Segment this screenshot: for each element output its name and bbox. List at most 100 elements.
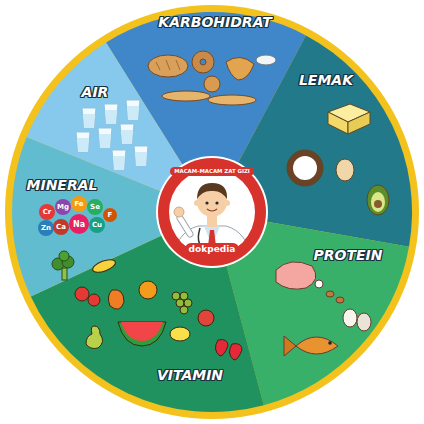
orange — [139, 281, 157, 299]
glass — [76, 132, 90, 152]
bean — [326, 291, 334, 297]
avocado-flesh — [371, 192, 385, 212]
sector-label: KARBOHIDRAT — [158, 14, 271, 30]
sector-label-box: AIR — [79, 82, 112, 103]
glass — [134, 146, 148, 166]
broccoli-stem — [62, 268, 67, 280]
sector-label: AIR — [82, 84, 109, 100]
mineral-symbol: Mg — [57, 203, 69, 211]
grapes — [172, 292, 192, 314]
doctor-sleeve — [180, 218, 190, 234]
watermelon-flesh — [121, 322, 163, 341]
mineral-symbol: F — [108, 211, 113, 219]
doctor-coat — [172, 226, 252, 262]
center-badge: MACAM-MACAM ZAT GIZIdokpedia — [157, 157, 267, 267]
mineral-symbol: Cu — [92, 221, 102, 229]
mineral-symbol: Fe — [74, 200, 83, 208]
apple — [198, 310, 214, 326]
mineral-symbol: Cr — [43, 208, 52, 216]
glass — [126, 100, 140, 120]
pepper — [108, 290, 124, 309]
badge-title: MACAM-MACAM ZAT GIZI — [170, 167, 254, 176]
sector-label-box: LEMAK — [296, 70, 356, 91]
mineral-ball — [38, 220, 54, 236]
sector-label: LEMAK — [299, 72, 353, 88]
avocado-pit — [374, 200, 382, 208]
bun-hole — [200, 59, 206, 65]
sector-label: VITAMIN — [157, 367, 223, 383]
mineral-ball — [71, 196, 87, 212]
glass — [120, 124, 134, 144]
water — [83, 114, 95, 128]
water — [121, 130, 133, 144]
baguette — [162, 91, 210, 101]
water — [113, 156, 125, 170]
mineral-ball — [89, 217, 105, 233]
croissant — [226, 57, 254, 80]
water — [135, 152, 147, 166]
doctor-eye — [215, 201, 218, 204]
doctor-eye — [205, 201, 208, 204]
bean — [336, 297, 344, 303]
water — [105, 110, 117, 124]
center-red-ring — [158, 158, 266, 266]
lemon — [170, 327, 190, 341]
sector-label-box: VITAMIN — [154, 365, 226, 386]
sector-label-box: KARBOHIDRAT — [155, 12, 274, 33]
water — [99, 134, 111, 148]
fruits — [75, 257, 242, 360]
fish-eye — [328, 341, 332, 345]
mineral-ball — [39, 204, 55, 220]
mineral-ball — [69, 214, 89, 234]
glass — [112, 150, 126, 170]
doctor-hand — [174, 207, 184, 217]
mineral-symbol: Ca — [56, 223, 66, 231]
fish-body — [296, 337, 338, 354]
mineral-symbol: Zn — [41, 224, 51, 232]
mineral-symbol: Se — [90, 203, 100, 211]
center-outer-edge — [156, 156, 268, 268]
butter-front — [348, 112, 370, 134]
water — [127, 106, 139, 120]
grape — [180, 306, 188, 314]
mineral-vegetables — [52, 251, 74, 280]
egg — [336, 159, 354, 181]
mineral-ball — [87, 199, 103, 215]
baguette — [208, 95, 256, 105]
pear — [86, 326, 103, 349]
coconut — [287, 150, 323, 186]
doctor — [172, 183, 252, 262]
sector-label-box: MINERAL — [24, 175, 101, 196]
glass — [104, 104, 118, 124]
watermelon-rind — [118, 322, 166, 346]
strawberry — [229, 344, 242, 360]
meat — [276, 262, 316, 289]
sector-label-box: PROTEIN — [311, 245, 386, 266]
water-glasses — [76, 100, 148, 170]
tomato — [75, 287, 89, 301]
bun — [192, 51, 214, 73]
glass — [82, 108, 96, 128]
mineral-ball — [55, 199, 71, 215]
sector-label: PROTEIN — [314, 247, 383, 263]
corn — [91, 257, 117, 275]
doctor-hair — [197, 183, 227, 199]
loaf-cuts — [156, 60, 180, 70]
mineral-symbol: Na — [73, 220, 85, 229]
gold-rim — [5, 5, 419, 419]
mineral-balls — [38, 196, 117, 236]
egg — [357, 313, 371, 331]
bowl — [256, 55, 276, 65]
fats — [287, 104, 389, 215]
bone — [315, 280, 323, 288]
breads — [148, 51, 276, 105]
doctor-smile — [207, 209, 217, 211]
glass — [98, 128, 112, 148]
proteins — [276, 262, 371, 356]
avocado — [367, 185, 389, 215]
tomato — [88, 294, 100, 306]
sector-label: MINERAL — [27, 177, 98, 193]
bread-loaf — [148, 55, 188, 77]
